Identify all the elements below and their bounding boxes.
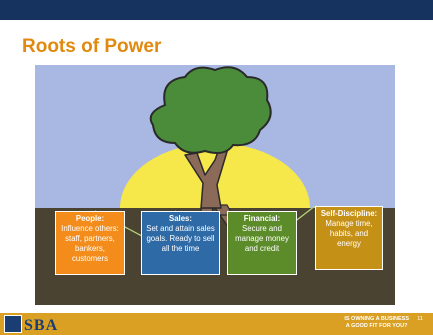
self-discipline-head: Self-Discipline:: [320, 209, 378, 218]
tree-canopy: [149, 66, 272, 154]
footer-tagline-line2: A GOOD FIT FOR YOU?: [345, 323, 408, 329]
sba-seal-icon: [4, 315, 22, 333]
financial-head: Financial:: [243, 214, 281, 223]
people-body: Influence others: staff, partners, banke…: [61, 224, 119, 263]
people-head: People:: [75, 214, 105, 223]
slide-title: Roots of Power: [22, 36, 162, 57]
footer-tagline-line1: IS OWNING A BUSINESS: [344, 316, 409, 322]
footer-tagline: IS OWNING A BUSINESS A GOOD FIT FOR YOU?: [344, 316, 409, 330]
sales-box: Sales: Set and attain sales goals. Ready…: [141, 211, 220, 275]
top-bar: [0, 0, 433, 20]
sales-body: Set and attain sales goals. Ready to sel…: [146, 224, 215, 253]
financial-box: Financial: Secure and manage money and c…: [227, 211, 297, 275]
footer-bar: [0, 313, 433, 335]
sales-head: Sales:: [169, 214, 192, 223]
sba-logo: SBA: [24, 317, 59, 334]
self-discipline-box: Self-Discipline: Manage time, habits, an…: [315, 206, 383, 270]
tree-trunk: [184, 142, 230, 209]
page-number: 11: [417, 316, 423, 322]
financial-body: Secure and manage money and credit: [235, 224, 289, 253]
people-box: People: Influence others: staff, partner…: [55, 211, 125, 275]
self-discipline-body: Manage time, habits, and energy: [325, 219, 373, 248]
